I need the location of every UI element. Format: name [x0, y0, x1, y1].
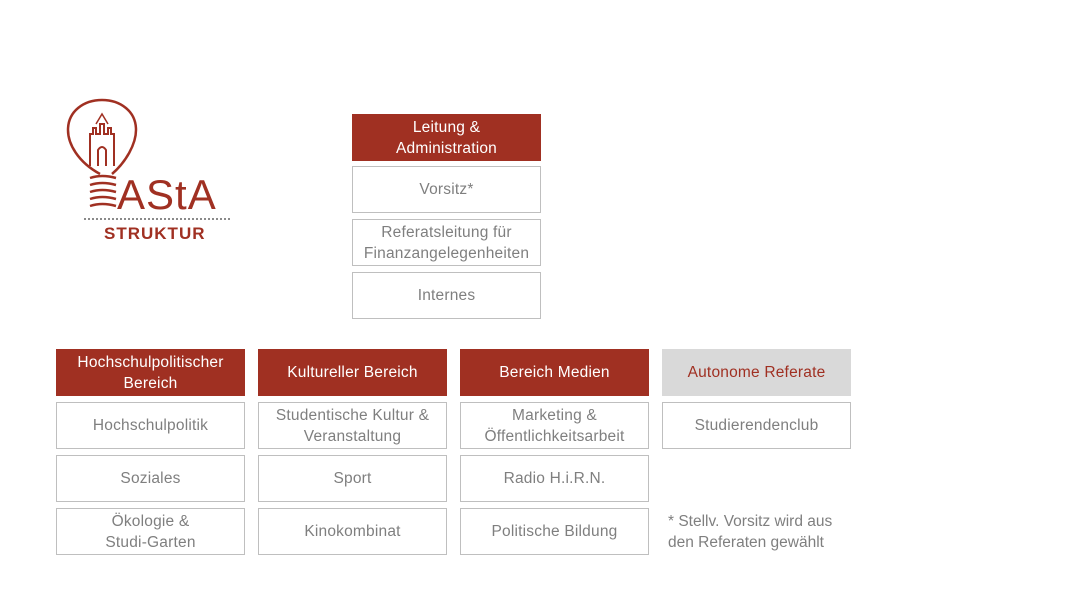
column-item: Politische Bildung — [460, 508, 649, 555]
logo-subtitle: STRUKTUR — [104, 224, 206, 243]
leitung-item-internes: Internes — [352, 272, 541, 319]
column-header: Hochschulpolitischer Bereich — [56, 349, 245, 396]
column-item: Studentische Kultur & Veranstaltung — [258, 402, 447, 449]
column-header: Kultureller Bereich — [258, 349, 447, 396]
footnote: * Stellv. Vorsitz wird aus den Referaten… — [668, 513, 833, 551]
column-item: Hochschulpolitik — [56, 402, 245, 449]
column-item: Kinokombinat — [258, 508, 447, 555]
column-item: Marketing & Öffentlichkeitsarbeit — [460, 402, 649, 449]
leitung-item-finanzen: Referatsleitung für Finanzangelegenheite… — [352, 219, 541, 266]
column-item: Sport — [258, 455, 447, 502]
column-item: Soziales — [56, 455, 245, 502]
column-item: Radio H.i.R.N. — [460, 455, 649, 502]
column-header: Bereich Medien — [460, 349, 649, 396]
leitung-item-vorsitz: Vorsitz* — [352, 166, 541, 213]
leitung-header: Leitung & Administration — [352, 114, 541, 161]
lightbulb-tower-icon — [66, 98, 138, 208]
column-item: Studierendenclub — [662, 402, 851, 449]
column-header: Autonome Referate — [662, 349, 851, 396]
logo-wordmark: AStA — [117, 171, 217, 218]
logo-divider — [84, 218, 230, 220]
column-item: Ökologie & Studi-Garten — [56, 508, 245, 555]
